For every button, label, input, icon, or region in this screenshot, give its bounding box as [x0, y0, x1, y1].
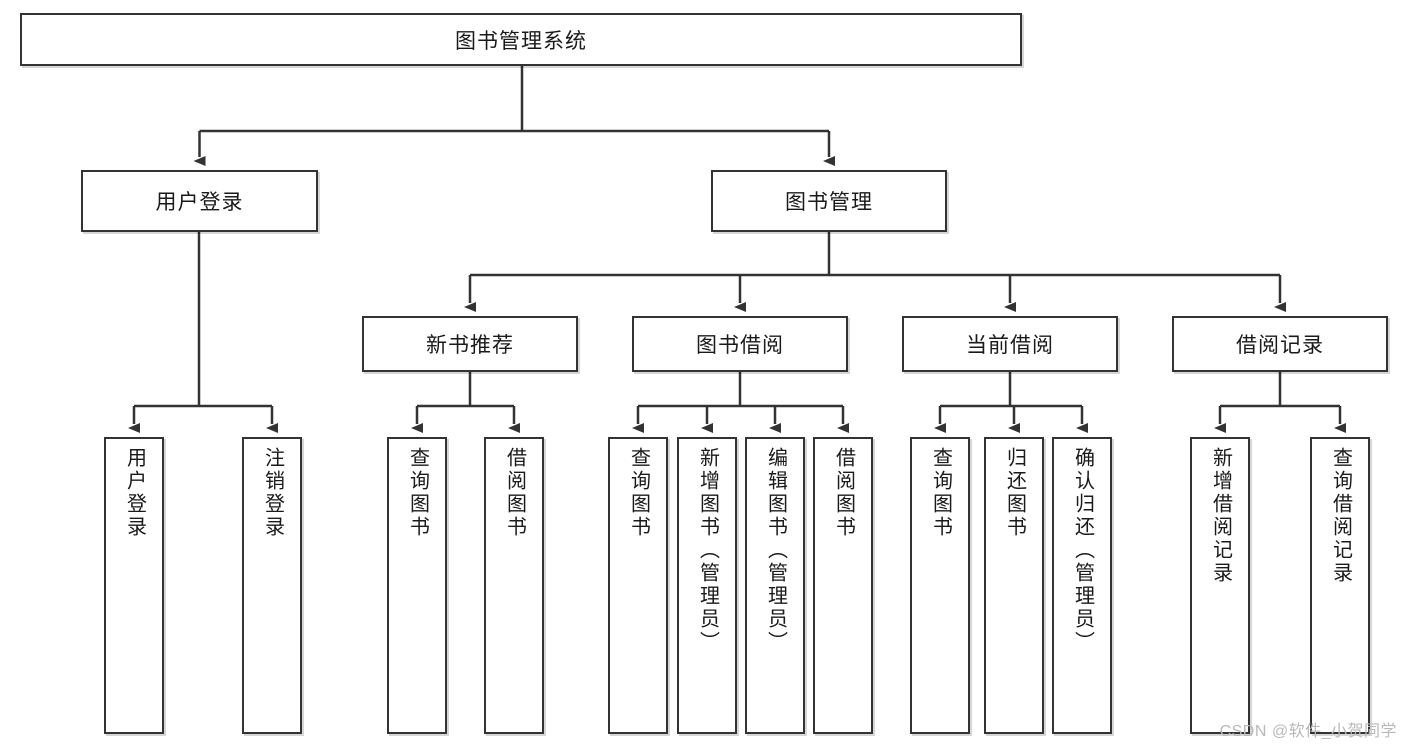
node-current-borrow[interactable]: 当前借阅 — [902, 316, 1118, 372]
node-label: 图书借阅 — [696, 334, 784, 357]
node-label: 查询图书 — [929, 447, 952, 539]
node-leaf-return-book[interactable]: 归还图书 — [984, 437, 1044, 734]
node-leaf-add-record[interactable]: 新增借阅记录 — [1190, 437, 1250, 734]
node-label: 新增借阅记录 — [1209, 447, 1232, 585]
node-book-manage[interactable]: 图书管理 — [711, 170, 947, 232]
node-label: 借阅记录 — [1236, 334, 1324, 357]
node-leaf-query-record[interactable]: 查询借阅记录 — [1310, 437, 1370, 734]
node-label: 当前借阅 — [966, 334, 1054, 357]
node-label: 查询图书 — [406, 447, 429, 539]
node-label: 图书管理 — [785, 191, 873, 214]
node-label: 查询借阅记录 — [1329, 447, 1352, 585]
node-leaf-edit-book[interactable]: 编辑图书（管理员） — [745, 437, 805, 734]
node-label: 归还图书 — [1003, 447, 1026, 539]
node-label: 编辑图书（管理员） — [764, 447, 787, 654]
node-leaf-query-book-2[interactable]: 查询图书 — [608, 437, 668, 734]
node-label: 新增图书（管理员） — [696, 447, 719, 654]
node-new-book-rec[interactable]: 新书推荐 — [362, 316, 578, 372]
node-label: 查询图书 — [627, 447, 650, 539]
node-leaf-borrow-book-2[interactable]: 借阅图书 — [813, 437, 873, 734]
node-label: 确认归还（管理员） — [1071, 447, 1094, 654]
node-leaf-query-book-3[interactable]: 查询图书 — [910, 437, 970, 734]
node-leaf-query-book-1[interactable]: 查询图书 — [387, 437, 447, 734]
node-leaf-user-login[interactable]: 用户登录 — [104, 437, 164, 734]
node-borrow-record[interactable]: 借阅记录 — [1172, 316, 1388, 372]
csdn-watermark: CSDN @软件_小贺同学 — [1219, 723, 1397, 740]
node-leaf-confirm-return[interactable]: 确认归还（管理员） — [1052, 437, 1112, 734]
node-leaf-user-logout[interactable]: 注销登录 — [242, 437, 302, 734]
node-root[interactable]: 图书管理系统 — [20, 13, 1022, 66]
node-label: 用户登录 — [123, 447, 146, 539]
node-leaf-borrow-book-1[interactable]: 借阅图书 — [484, 437, 544, 734]
node-label: 图书管理系统 — [455, 29, 587, 53]
node-user-login[interactable]: 用户登录 — [81, 170, 318, 232]
node-label: 借阅图书 — [503, 447, 526, 539]
node-label: 新书推荐 — [426, 334, 514, 357]
node-label: 注销登录 — [261, 447, 284, 539]
node-book-borrow[interactable]: 图书借阅 — [632, 316, 848, 372]
node-label: 借阅图书 — [832, 447, 855, 539]
node-label: 用户登录 — [155, 191, 244, 214]
node-leaf-add-book[interactable]: 新增图书（管理员） — [677, 437, 737, 734]
